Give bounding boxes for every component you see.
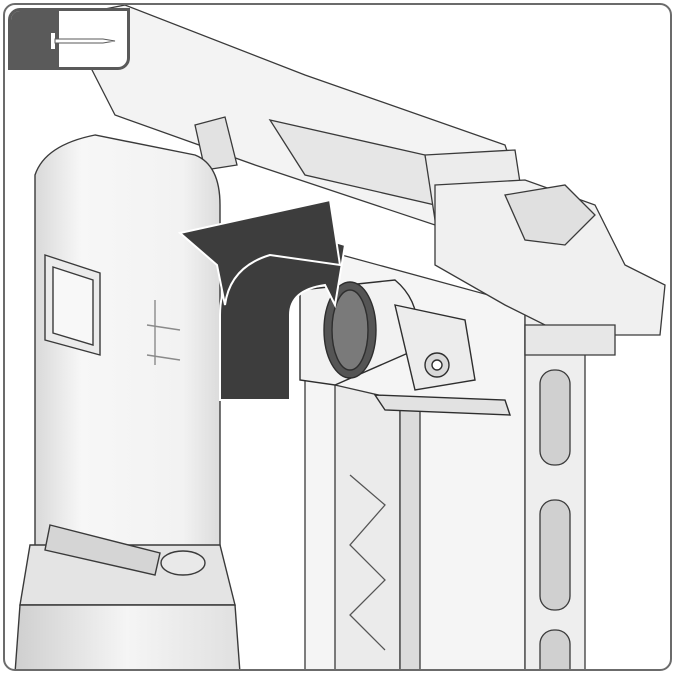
depth-adjustment-wheel	[299, 279, 511, 416]
motor-housing	[14, 134, 241, 669]
rotate-arrow-icon	[177, 198, 347, 401]
nail-gun-illustration	[14, 5, 666, 669]
figure-frame	[3, 3, 672, 671]
nail-icon	[51, 33, 116, 49]
nail-badge	[8, 8, 130, 70]
front-latch	[434, 179, 666, 356]
